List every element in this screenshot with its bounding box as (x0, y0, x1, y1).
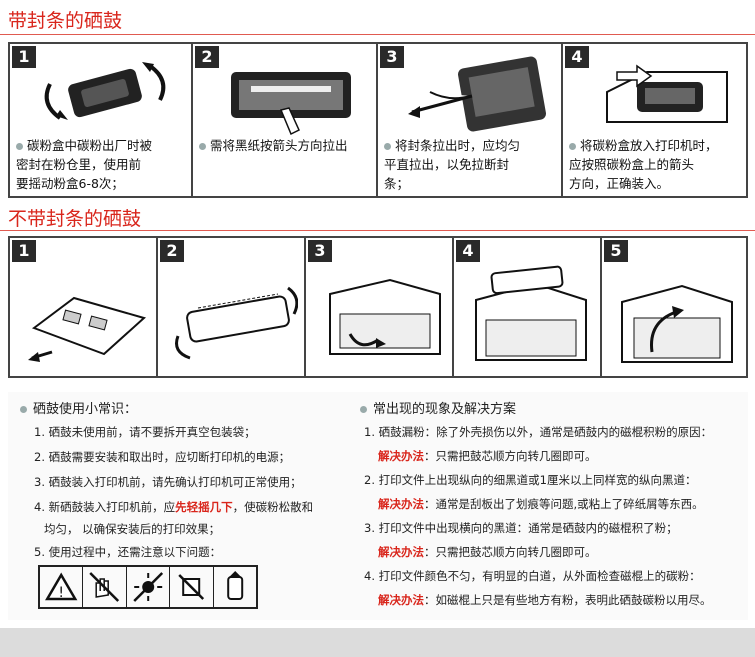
usage-tip: 3. 硒鼓装入打印机前，请先确认打印机可正常使用； (34, 475, 302, 489)
step-caption: 将碳粉盒放入打印机时， 应按照碳粉盒上的箭头 方向，正确装入。 (569, 138, 718, 191)
shake-cartridge-illustration (44, 62, 166, 120)
problem-item: 3. 打印文件中出现横向的黑道：通常是硒鼓内的磁棍积了粉； (364, 521, 678, 535)
unbox-cartridge-illustration (28, 296, 147, 362)
unsealed-step-1: 1 (10, 238, 158, 376)
bullet-icon (569, 143, 576, 150)
warning-icons-row: ! (38, 565, 258, 609)
problem-item: 1. 硒鼓漏粉：除了外壳损伤以外，通常是硒鼓内的磁棍积粉的原因： (364, 425, 713, 439)
pull-seal-strip-illustration (408, 56, 546, 132)
usage-tip: 5. 使用过程中，还需注意以下问题： (34, 545, 222, 559)
unsealed-step-3: 3 (306, 238, 454, 376)
bullet-icon (384, 143, 391, 150)
bullet-icon (20, 406, 27, 413)
no-sunlight-icon (127, 567, 171, 607)
bullet-icon (16, 143, 23, 150)
caution-icon: ! (40, 567, 84, 607)
step-caption: 碳粉盒中碳粉出厂时被 密封在粉仓里，使用前 要摇动粉盒6-8次； (16, 138, 153, 191)
solution-item: 解决办法：如磁棍上只是有些地方有粉，表明此硒鼓碳粉以用尽。 (378, 593, 712, 607)
troubleshooting-heading: 常出现的现象及解决方案 (360, 398, 516, 417)
step-caption: 将封条拉出时，应均匀 平直拉出，以免拉断封 条； (384, 138, 521, 191)
step-number: 4 (565, 46, 589, 68)
usage-tip: 均匀， 以确保安装后的打印效果； (44, 522, 221, 536)
step-caption: 需将黑纸按箭头方向拉出 (199, 136, 372, 155)
no-touch-drum-icon (83, 567, 127, 607)
insert-drum-illustration (475, 265, 587, 361)
step-number: 5 (604, 240, 628, 262)
sealed-step-1: 1 碳粉盒中碳粉出厂时被 密封在粉仓里，使用前 要摇动粉盒6-8次； (10, 44, 193, 196)
sealed-step-3: 3 将封条拉出时，应均匀 平直拉出，以免拉断封 条； (378, 44, 563, 196)
section-title-sealed: 带封条的硒鼓 (8, 10, 123, 32)
solution-item: 解决办法：只需把鼓芯顺方向转几圈即可。 (378, 449, 597, 463)
bullet-icon (360, 406, 367, 413)
open-printer-illustration (329, 278, 441, 355)
problem-item: 2. 打印文件上出现纵向的细黑道或1厘米以上同样宽的纵向黑道： (364, 473, 697, 487)
usage-tip: 4. 新硒鼓装入打印机前，应先轻摇几下，使碳粉松散和 (34, 500, 314, 514)
usage-tip: 1. 硒鼓未使用前，请不要拆开真空包装袋； (34, 425, 256, 439)
sealed-step-4: 4 将碳粉盒放入打印机时， 应按照碳粉盒上的箭头 方向，正确装入。 (563, 44, 746, 196)
pull-black-paper-illustration (231, 72, 351, 136)
step-number: 3 (380, 46, 404, 68)
divider (0, 230, 755, 231)
unsealed-step-5: 5 (602, 238, 746, 376)
shake-drum-illustration (175, 286, 298, 360)
unsealed-step-2: 2 (158, 238, 306, 376)
sealed-step-2: 2 需将黑纸按箭头方向拉出 (193, 44, 378, 196)
no-scratch-icon (170, 567, 214, 607)
unsealed-step-4: 4 (454, 238, 602, 376)
step-number: 2 (160, 240, 184, 262)
insert-cartridge-illustration (606, 64, 728, 123)
sealed-steps-frame: 1 碳粉盒中碳粉出厂时被 密封在粉仓里，使用前 要摇动粉盒6-8次； 2 需将黑… (8, 42, 748, 198)
svg-text:!: ! (58, 585, 64, 601)
solution-item: 解决办法：通常是刮板出了划痕等问题,或粘上了碎纸屑等东西。 (378, 497, 704, 511)
step-number: 1 (12, 46, 36, 68)
section-title-unsealed: 不带封条的硒鼓 (8, 208, 142, 230)
step-number: 4 (456, 240, 480, 262)
upright-storage-icon (214, 567, 256, 607)
solution-item: 解决办法：只需把鼓芯顺方向转几圈即可。 (378, 545, 597, 559)
problem-item: 4. 打印文件颜色不匀，有明显的白道，从外面检查磁棍上的碳粉： (364, 569, 701, 583)
step-number: 1 (12, 240, 36, 262)
tips-panel (8, 392, 748, 620)
close-printer-illustration (621, 284, 733, 363)
step-number: 2 (195, 46, 219, 68)
divider (0, 34, 755, 35)
usage-tip: 2. 硒鼓需要安装和取出时，应切断打印机的电源； (34, 450, 291, 464)
step-number: 3 (308, 240, 332, 262)
footer-band (0, 628, 755, 657)
usage-tips-heading: 硒鼓使用小常识： (20, 398, 137, 417)
bullet-icon (199, 143, 206, 150)
unsealed-steps-frame: 1 2 3 4 (8, 236, 748, 378)
